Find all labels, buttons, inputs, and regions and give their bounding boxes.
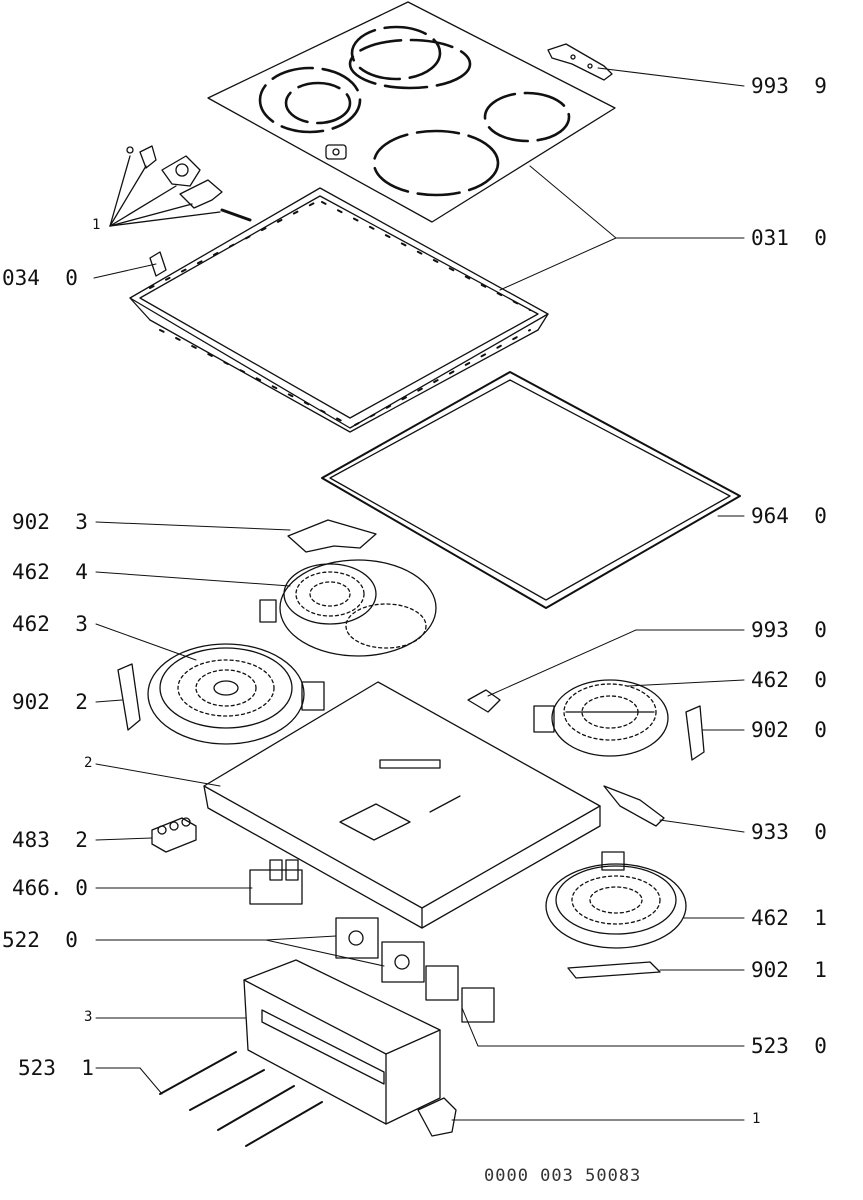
- heater-462-0-part: [534, 680, 668, 756]
- part-label-466-0: 466. 0: [12, 876, 88, 900]
- bracket-902-3-part: [288, 520, 376, 552]
- clip-set-part: [110, 146, 250, 226]
- bracket-902-2-part: [118, 664, 140, 730]
- part-label-462-3: 462 3: [12, 612, 88, 636]
- bracket-993-9-part: [548, 44, 612, 80]
- shaft-523-1-part: [160, 1052, 322, 1146]
- part-label-1-top: 1: [92, 217, 101, 233]
- terminal-block-part: [152, 818, 196, 852]
- part-label-034-0: 034 0: [2, 266, 78, 290]
- base-tray-part: [204, 682, 600, 928]
- heater-462-1-part: [546, 852, 686, 948]
- part-label-3: 3: [84, 1009, 93, 1025]
- part-label-1-bottom: 1: [752, 1111, 761, 1127]
- bracket-902-1-part: [568, 962, 660, 978]
- clip-034-part: [150, 252, 166, 276]
- part-label-462-4: 462 4: [12, 560, 88, 584]
- clip-bottom-part: [418, 1098, 456, 1136]
- part-label-902-1: 902 1: [751, 958, 827, 982]
- part-label-902-2: 902 2: [12, 690, 88, 714]
- part-label-462-0: 462 0: [751, 668, 827, 692]
- part-label-993-0: 993 0: [751, 618, 827, 642]
- gasket-part: [322, 372, 740, 608]
- part-label-031-0: 031 0: [751, 226, 827, 250]
- heater-462-4-part: [260, 560, 436, 656]
- part-label-902-3: 902 3: [12, 510, 88, 534]
- relay-466-part: [250, 860, 302, 904]
- part-label-523-0: 523 0: [751, 1034, 827, 1058]
- clip-993-0-part: [468, 690, 500, 712]
- part-label-483-2: 483 2: [12, 828, 88, 852]
- leader-lines: [94, 68, 744, 1120]
- part-label-964-0: 964 0: [751, 504, 827, 528]
- document-number: 0000 003 50083: [484, 1166, 642, 1186]
- sensor-933-0-part: [604, 786, 664, 826]
- part-label-523-1: 523 1: [18, 1056, 94, 1080]
- part-label-993-9: 993 9: [751, 74, 827, 98]
- part-label-933-0: 933 0: [751, 820, 827, 844]
- bracket-902-0-part: [686, 706, 704, 760]
- glass-cooktop-part: [208, 2, 615, 222]
- part-label-462-1: 462 1: [751, 906, 827, 930]
- heater-462-3-part: [148, 644, 324, 744]
- part-label-522-0: 522 0: [2, 928, 78, 952]
- switch-522-part: [336, 918, 424, 982]
- control-box-part: [244, 960, 440, 1124]
- part-label-2: 2: [84, 755, 93, 771]
- cooktop-frame-part: [130, 188, 548, 432]
- regulator-523-0-part: [426, 966, 494, 1022]
- part-label-902-0: 902 0: [751, 718, 827, 742]
